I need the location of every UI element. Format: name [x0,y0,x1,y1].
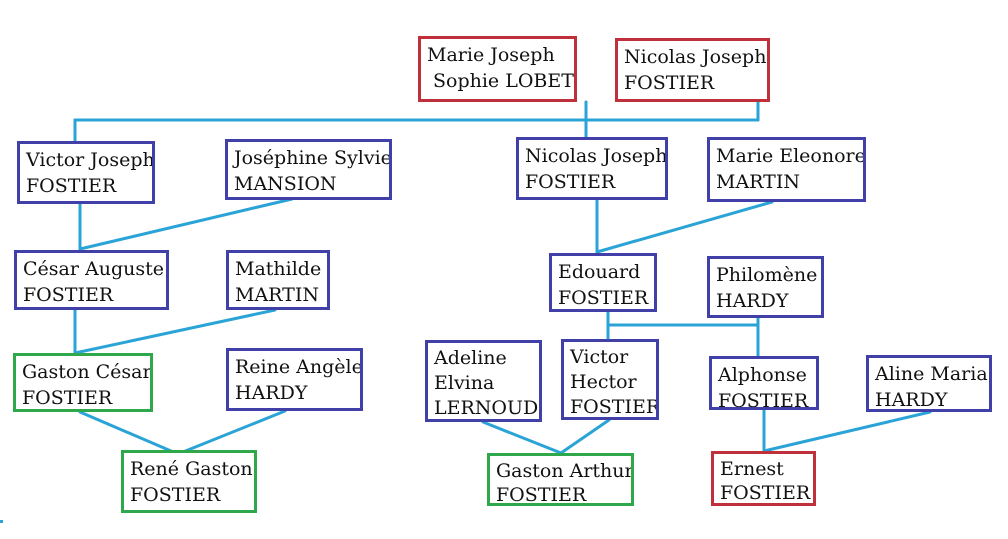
connector [762,410,932,453]
surname: FOSTIER [718,390,809,410]
first-name: Gaston César [22,361,152,383]
person-marie-joseph-sophie-lobet: Marie Joseph Sophie LOBET [418,36,577,102]
person-cesar-auguste-fostier: César Auguste FOSTIER [14,250,169,310]
person-rene-gaston-fostier: René Gaston FOSTIER [121,450,257,513]
first-name: Aline Maria [875,363,988,385]
connector [481,420,563,455]
surname: FOSTIER [26,175,117,197]
middle-name: Elvina [434,372,495,394]
person-edouard-fostier: Edouard FOSTIER [549,253,657,312]
first-name: Adeline [434,347,507,369]
person-adeline-elvina-lernoud: Adeline Elvina LERNOUD [425,340,542,422]
person-marie-eleonore-martin: Marie Eleonore MARTIN [707,137,866,202]
first-name: Ernest [720,458,784,480]
first-name: Marie Eleonore [716,145,866,167]
connector [78,197,294,251]
first-name: Nicolas Joseph [525,145,668,167]
first-name: Alphonse [718,364,807,386]
stray-mark [0,520,3,523]
connector [176,409,287,456]
connector [73,308,277,355]
surname: FOSTIER [558,287,649,309]
first-name: Nicolas Joseph [624,46,767,68]
first-name: Mathilde [235,258,322,280]
surname: HARDY [875,389,948,411]
person-gaston-cesar-fostier: Gaston César FOSTIER [13,353,153,412]
first-name: Marie Joseph [427,44,555,66]
first-name: Joséphine Sylvie [234,147,392,169]
first-name: Victor [570,346,629,368]
person-gaston-arthur-fostier: Gaston Arthur FOSTIER [487,453,634,506]
person-victor-joseph-fostier: Victor Joseph FOSTIER [17,141,155,204]
person-mathilde-martin: Mathilde MARTIN [226,250,330,310]
first-name: Edouard [558,261,641,283]
first-name: René Gaston [130,458,253,480]
first-name: Reine Angèle [235,356,363,378]
person-josephine-sylvie-mansion: Joséphine Sylvie MANSION [225,139,392,200]
surname: HARDY [716,290,789,312]
first-name: César Auguste [23,258,164,280]
surname: FOSTIER [570,396,659,418]
person-reine-angele-hardy: Reine Angèle HARDY [226,348,363,411]
connector [559,418,611,455]
person-ernest-fostier: Ernest FOSTIER [711,451,816,506]
person-nicolas-joseph-fostier-grandfather: Nicolas Joseph FOSTIER [615,38,770,102]
surname: FOSTIER [130,484,221,506]
surname: FOSTIER [720,482,811,504]
first-name: Victor Joseph [26,149,155,171]
middle-name: Hector [570,371,637,393]
first-name: Philomène [716,264,818,286]
surname: FOSTIER [624,72,715,94]
person-victor-hector-fostier: Victor Hector FOSTIER [561,339,659,420]
surname: Sophie LOBET [433,70,574,92]
person-alphonse-fostier: Alphonse FOSTIER [709,356,819,410]
surname: LERNOUD [434,397,539,419]
person-nicolas-joseph-fostier: Nicolas Joseph FOSTIER [516,137,668,200]
surname: FOSTIER [496,484,587,506]
surname: MANSION [234,173,337,195]
surname: MARTIN [235,284,319,306]
connector [78,410,180,456]
person-aline-maria-hardy: Aline Maria HARDY [866,355,992,412]
surname: FOSTIER [22,387,113,409]
connector [595,200,774,254]
surname: FOSTIER [23,284,114,306]
surname: HARDY [235,382,308,404]
surname: FOSTIER [525,171,616,193]
first-name: Gaston Arthur [496,460,634,482]
surname: MARTIN [716,171,800,193]
person-philomene-hardy: Philomène HARDY [707,256,824,318]
